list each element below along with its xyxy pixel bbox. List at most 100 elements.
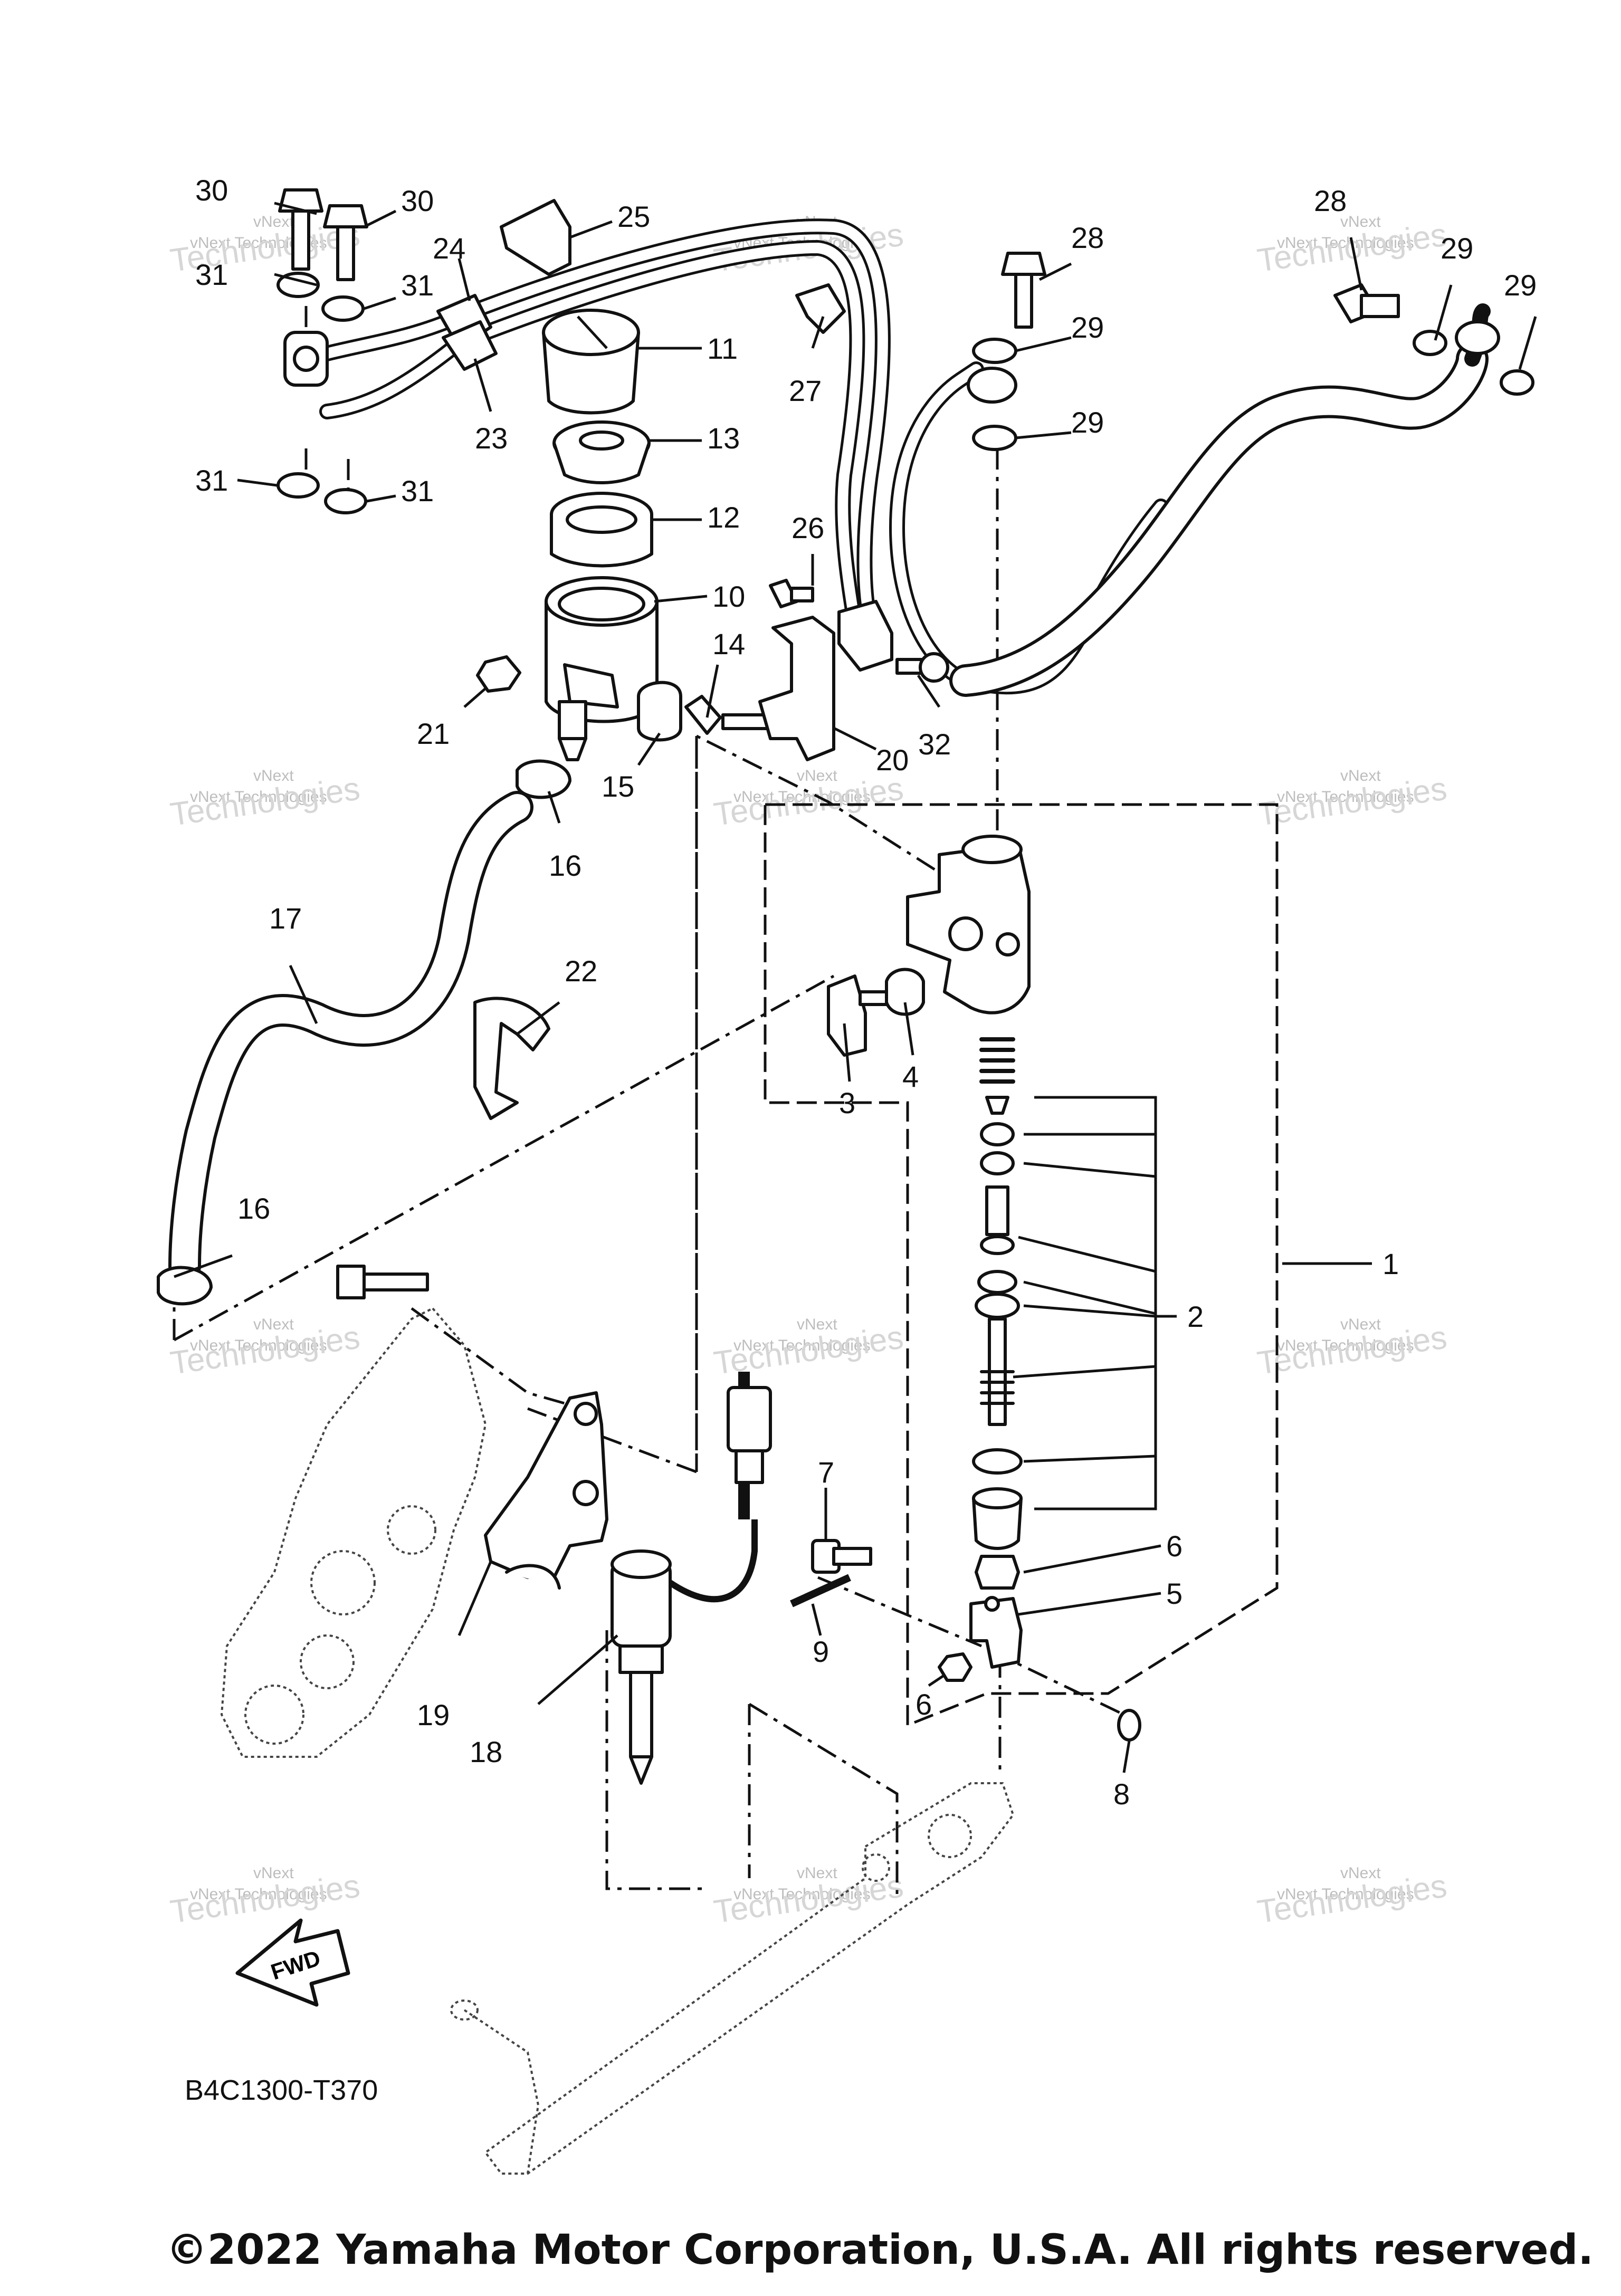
clevis-hole	[984, 1596, 1000, 1612]
watermark-text: vNext Technologies	[1277, 1886, 1414, 1903]
watermark-text: vNext	[253, 1316, 294, 1333]
watermark-text: vNext	[1340, 213, 1381, 231]
brake-pipe-left-inner	[322, 311, 464, 359]
diagram-code: B4C1300-T370	[185, 2074, 378, 2106]
hose-joint-23	[442, 320, 498, 371]
collar-14	[684, 695, 722, 735]
brake-hose-upper-2	[451, 240, 865, 630]
watermark-text: vNext Technologies	[1277, 234, 1414, 252]
pin-7	[811, 1539, 872, 1574]
watermark-text: vNext Technologies	[733, 788, 871, 806]
copyright-footer: ©2022 Yamaha Motor Corporation, U.S.A. A…	[166, 2226, 1594, 2274]
callout-31c: 31	[195, 464, 228, 497]
callout-28b: 28	[1314, 184, 1347, 217]
callout-27: 27	[789, 374, 822, 407]
callout-23: 23	[475, 422, 508, 455]
hose-eye-fitting	[1455, 320, 1500, 355]
watermark-text: vNext	[253, 767, 294, 785]
brake-pedal-reference	[450, 1782, 1015, 2175]
hose-clip-27	[795, 283, 846, 334]
watermark-text: vNext	[1340, 1316, 1381, 1333]
callout-1: 1	[1382, 1247, 1399, 1280]
reservoir-hose-inner	[171, 794, 530, 1279]
callout-11: 11	[707, 332, 738, 365]
routing-line	[411, 1307, 565, 1405]
leader-lines	[174, 202, 1537, 1773]
brake-hose-upper-2-inner	[454, 243, 863, 628]
watermark: vNext vNext Technologies Technologies	[1255, 1864, 1449, 1930]
brake-hose-mid-inner	[892, 364, 1166, 692]
callout-20: 20	[876, 743, 909, 777]
assembly-lines	[173, 306, 1279, 1894]
callout-17: 17	[269, 902, 302, 935]
callout-6a: 6	[1166, 1529, 1183, 1563]
watermark-text: vNext	[797, 1864, 837, 1882]
callout-8: 8	[1113, 1777, 1130, 1811]
routing-line	[695, 733, 946, 1472]
callout-19: 19	[417, 1698, 450, 1731]
callout-25: 25	[617, 200, 650, 233]
footrest-bracket-reference	[220, 1307, 487, 1758]
routing-line	[605, 1630, 707, 1890]
callout-16a: 16	[549, 849, 581, 882]
washer-29	[1500, 369, 1534, 396]
washer-29	[1413, 330, 1447, 356]
brake-hose-right-inner	[952, 346, 1485, 694]
watermark: vNext vNext Technologies Technologies	[1255, 767, 1449, 833]
brake-hose-upper-inner	[454, 221, 888, 628]
hose-clamp-16	[157, 1266, 213, 1306]
nut-6	[975, 1555, 1020, 1590]
watermark-text: vNext	[797, 767, 837, 785]
banjo-fitting-3	[827, 974, 867, 1057]
routing-line	[817, 1576, 982, 1648]
callout-30b: 30	[401, 184, 434, 217]
brake-hose-mid	[889, 361, 1169, 695]
watermark-text: vNext Technologies	[1277, 788, 1414, 806]
callout-31a: 31	[195, 258, 228, 291]
sensor-connector	[727, 1386, 772, 1484]
forward-direction-arrow: FWD	[235, 1918, 350, 2007]
watermark: vNext vNext Technologies Technologies	[711, 767, 905, 833]
washer-29	[972, 338, 1017, 364]
reservoir-bracket-20	[758, 616, 835, 761]
assembly-boundary	[764, 803, 1279, 1727]
watermark-text: vNext Technologies	[733, 1886, 871, 1903]
watermark-text: vNext	[253, 1864, 294, 1882]
watermark-text: vNext Technologies	[190, 1337, 327, 1354]
diaphragm-plate-13	[552, 420, 651, 484]
bolt	[859, 990, 888, 1006]
hose-clamp-16	[516, 759, 571, 799]
callout-31d: 31	[401, 474, 434, 508]
screw-32	[895, 652, 949, 683]
watermark: vNext vNext Technologies Technologies	[168, 1864, 362, 1930]
callout-13: 13	[707, 422, 740, 455]
callout-26: 26	[792, 511, 824, 544]
master-cylinder-body	[906, 835, 1031, 1015]
watermark-text: vNext Technologies	[1277, 1337, 1414, 1354]
callout-4: 4	[902, 1060, 919, 1093]
callout-2: 2	[1187, 1300, 1204, 1333]
master-cylinder-bracket-19	[484, 1391, 608, 1579]
callout-30a: 30	[195, 174, 228, 207]
nut-6	[938, 1652, 972, 1682]
parts: FWD	[157, 188, 1534, 2175]
washer-31	[324, 488, 367, 514]
screw-26	[769, 579, 814, 608]
cotter-pin-9	[790, 1574, 851, 1608]
reservoir-cap-11	[542, 309, 640, 415]
watermark-layer: vNext vNext Technologies Technologies vN…	[168, 213, 1449, 1930]
callout-29d: 29	[1504, 269, 1537, 302]
bracket-clip	[505, 1564, 561, 1590]
washer-31	[276, 472, 320, 499]
callout-10: 10	[712, 580, 745, 613]
hose-clip-25	[500, 199, 571, 276]
callout-28a: 28	[1071, 221, 1104, 254]
callout-22: 22	[565, 954, 597, 988]
washer-29	[972, 425, 1017, 451]
brake-pipe-left-2-inner	[322, 338, 464, 417]
sensor-cable	[668, 1519, 758, 1603]
bracket-hole	[574, 1402, 598, 1426]
routing-line	[991, 1650, 1125, 1716]
watermark-text: vNext Technologies	[733, 1337, 871, 1354]
